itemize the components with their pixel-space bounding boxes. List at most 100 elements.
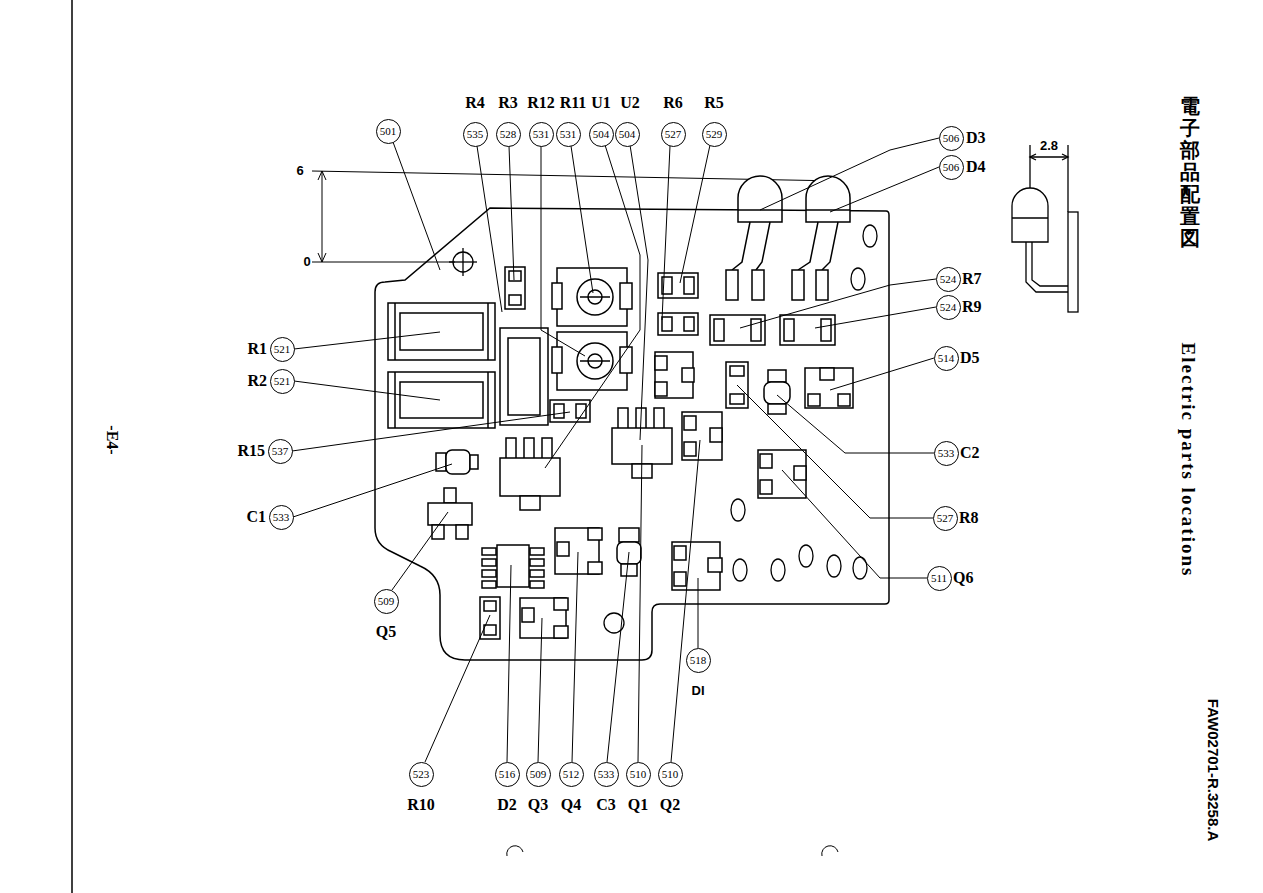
transistor-symbol <box>838 394 850 406</box>
resistor-symbol <box>710 315 765 345</box>
callout-text: 509 <box>378 596 395 607</box>
capacitor-symbol <box>619 528 639 542</box>
dimension-lines <box>318 171 326 180</box>
resistor-symbol <box>508 338 540 415</box>
regulator-symbol <box>506 438 516 460</box>
resistor-symbol <box>658 313 698 335</box>
board-holes <box>851 268 865 290</box>
part-name: Q4 <box>561 796 581 814</box>
led-side-view <box>1012 217 1048 218</box>
resistor-symbol <box>487 372 489 428</box>
board-holes <box>853 557 867 579</box>
leader-line <box>541 146 585 356</box>
resistor-symbol <box>730 394 744 404</box>
transistor-symbol <box>805 368 853 408</box>
callout-number: 512 <box>559 762 584 787</box>
ic-symbol <box>530 570 544 577</box>
document-code: FAW02701-R.3258.A <box>1205 699 1222 842</box>
leader-line <box>782 470 927 578</box>
trimmer-symbol <box>552 283 562 309</box>
transistor-symbol <box>588 562 602 574</box>
transistor-symbol <box>456 525 468 539</box>
transistor-symbol <box>428 503 472 525</box>
callout-text: 514 <box>938 353 955 364</box>
callout-text: 521 <box>274 376 291 387</box>
board-holes <box>604 225 877 633</box>
regulator-symbol <box>618 408 628 430</box>
transistor-symbol <box>758 450 806 498</box>
transistor-symbol <box>557 542 569 556</box>
transistor-symbol <box>684 442 696 456</box>
resistor-symbol <box>487 303 489 360</box>
callout-number: 509 <box>526 762 551 787</box>
page-margin-line <box>71 0 73 893</box>
transistor-symbol <box>682 368 694 382</box>
callout-number: 521 <box>270 337 295 362</box>
led-symbol <box>752 270 764 300</box>
led-symbol <box>756 222 770 270</box>
transistor-symbol <box>808 394 820 406</box>
resistor-symbol <box>509 295 521 305</box>
callout-number: 511 <box>927 566 952 591</box>
part-name: C2 <box>960 444 980 462</box>
leader-line <box>292 138 939 762</box>
callout-text: 504 <box>619 129 636 140</box>
dimension-lines <box>318 253 326 262</box>
callout-text: 521 <box>274 344 291 355</box>
page-number: -E4- <box>103 425 121 454</box>
led-side-view <box>1026 242 1068 292</box>
callout-number: 506 <box>939 155 964 180</box>
transistor-symbol <box>444 488 456 503</box>
callout-number: 510 <box>658 762 683 787</box>
callout-text: 531 <box>560 129 577 140</box>
dimension-label: 2.8 <box>1040 139 1058 153</box>
led-symbol <box>806 209 850 211</box>
trimmer-symbol <box>580 360 610 362</box>
callout-number: 527 <box>661 122 686 147</box>
regulator-symbol <box>542 438 552 460</box>
resistor-symbol <box>480 597 500 639</box>
transistor-symbol <box>522 608 534 622</box>
led-symbol <box>806 176 850 222</box>
resistor-symbol <box>714 319 724 341</box>
part-name: Q1 <box>628 796 648 814</box>
callout-number: 523 <box>409 762 434 787</box>
resistor-symbol <box>500 328 548 425</box>
part-name: R8 <box>959 509 979 527</box>
transistor-symbol <box>674 546 686 560</box>
led-side-view <box>1030 156 1068 157</box>
part-name: D3 <box>966 129 986 147</box>
transistor-symbol <box>674 572 686 586</box>
callout-number: 528 <box>496 122 521 147</box>
board-holes <box>827 555 841 577</box>
part-name: R1 <box>247 340 267 358</box>
part-name: R11 <box>560 94 587 112</box>
transistor-symbol <box>760 480 772 494</box>
part-name: R9 <box>962 298 982 316</box>
callout-number: 509 <box>374 589 399 614</box>
led-side-view <box>1068 212 1078 312</box>
led-side-view <box>1012 188 1048 242</box>
trimmer-symbol <box>577 279 613 315</box>
capacitor-symbol <box>621 564 637 576</box>
callout-number: 501 <box>376 119 401 144</box>
leader-line <box>509 146 514 280</box>
transistor-symbol <box>682 412 722 460</box>
page-margin-line <box>71 0 73 893</box>
callout-text: 516 <box>499 769 516 780</box>
leader-line <box>538 618 542 762</box>
capacitor-symbol <box>764 382 790 404</box>
callout-text: 511 <box>931 573 947 584</box>
callout-text: 518 <box>690 655 707 666</box>
regulator-symbol <box>524 438 534 460</box>
led-symbol <box>792 270 804 300</box>
transistor-symbol <box>708 558 722 572</box>
transistor-symbol <box>588 528 602 540</box>
board-holes <box>771 559 785 581</box>
dimension-label: 0 <box>303 255 310 269</box>
callout-text: 533 <box>938 448 955 459</box>
callout-text: 510 <box>662 769 679 780</box>
leader-line <box>830 358 934 390</box>
led-symbol <box>726 176 850 300</box>
trimmer-symbol <box>557 332 627 390</box>
